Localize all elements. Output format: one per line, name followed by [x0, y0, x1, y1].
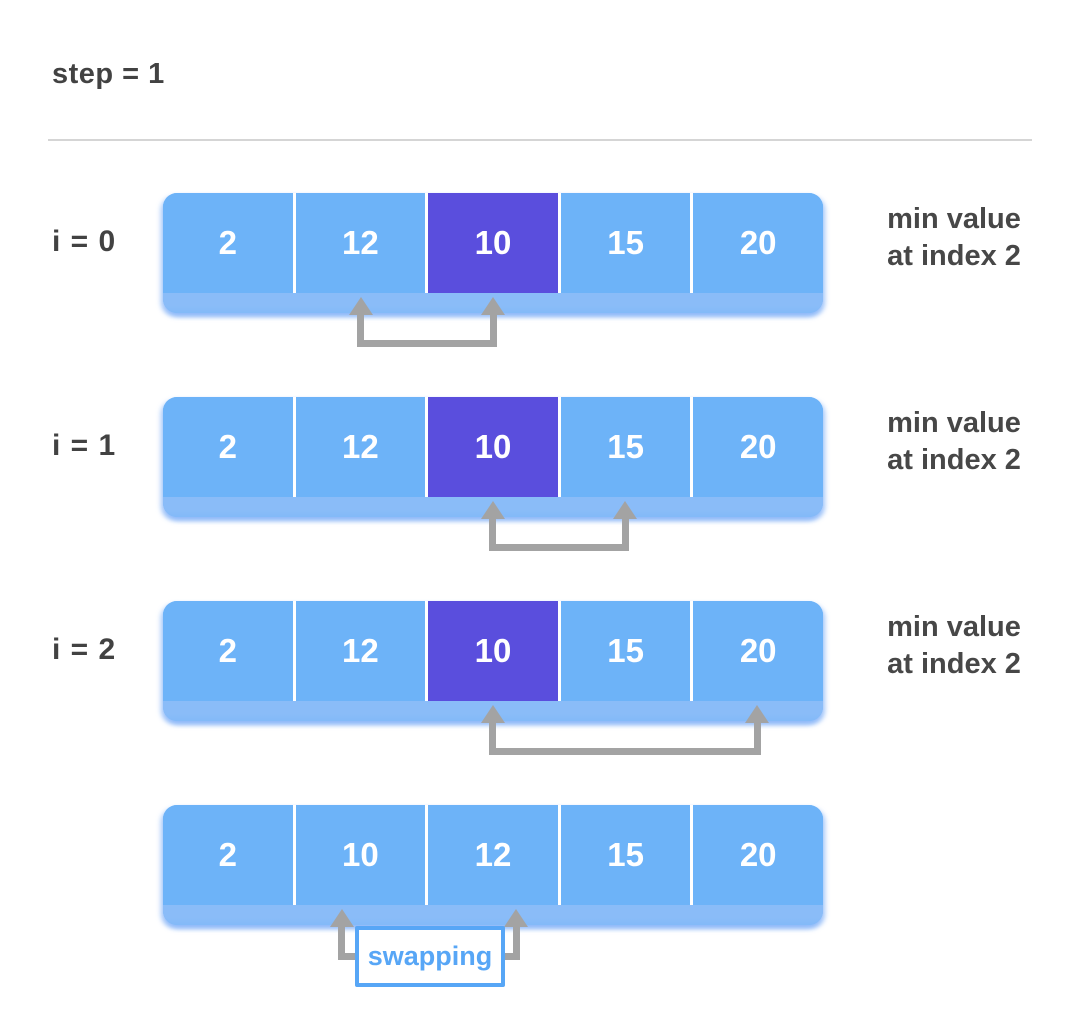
min-value-note: min value at index 2 — [858, 201, 1050, 275]
compare-arrow — [357, 312, 497, 347]
min-value-note: min value at index 2 — [858, 405, 1050, 479]
array-bar: 2 12 10 15 20 — [163, 601, 823, 721]
note-line-1: min value — [887, 203, 1021, 235]
up-arrowhead-icon — [330, 909, 354, 927]
result-row: 2 10 12 15 20 — [0, 805, 1080, 1005]
compare-arrow — [489, 720, 761, 755]
iteration-row-2: i = 2 2 12 10 15 20 min value at index 2 — [0, 601, 1080, 801]
iteration-label: i = 1 — [52, 429, 117, 462]
array-cell: 15 — [557, 601, 691, 701]
array-bar-shadow — [163, 905, 823, 925]
note-line-2: at index 2 — [887, 648, 1021, 680]
array-cell: 2 — [163, 601, 293, 701]
up-arrowhead-icon — [745, 705, 769, 723]
swap-label-box: swapping — [355, 926, 505, 987]
compare-arrow — [489, 516, 629, 551]
up-arrowhead-icon — [481, 501, 505, 519]
iteration-row-1: i = 1 2 12 10 15 20 min value at index 2 — [0, 397, 1080, 597]
up-arrowhead-icon — [349, 297, 373, 315]
note-line-2: at index 2 — [887, 444, 1021, 476]
array-cell: 20 — [690, 601, 823, 701]
up-arrowhead-icon — [481, 705, 505, 723]
array-bar: 2 12 10 15 20 — [163, 193, 823, 313]
highlighted-cell: 10 — [425, 397, 558, 497]
array-bar: 2 10 12 15 20 — [163, 805, 823, 925]
array-cell: 2 — [163, 193, 293, 293]
array-cell: 12 — [425, 805, 558, 905]
highlighted-cell: 10 — [425, 601, 558, 701]
iteration-label: i = 0 — [52, 225, 117, 258]
min-value-note: min value at index 2 — [858, 609, 1050, 683]
highlighted-cell: 10 — [425, 193, 558, 293]
iteration-row-0: i = 0 2 12 10 15 20 min value at index 2 — [0, 193, 1080, 393]
iteration-label: i = 2 — [52, 633, 117, 666]
note-line-2: at index 2 — [887, 240, 1021, 272]
array-cell: 20 — [690, 805, 823, 905]
array-cell: 10 — [292, 805, 426, 905]
step-label: step = 1 — [52, 58, 165, 90]
array-bar: 2 12 10 15 20 — [163, 397, 823, 517]
array-cell: 12 — [292, 601, 426, 701]
up-arrowhead-icon — [504, 909, 528, 927]
array-cell: 15 — [557, 193, 691, 293]
array-cell: 20 — [690, 193, 823, 293]
note-line-1: min value — [887, 611, 1021, 643]
array-cell: 15 — [557, 805, 691, 905]
note-line-1: min value — [887, 407, 1021, 439]
array-cell: 12 — [292, 193, 426, 293]
up-arrowhead-icon — [481, 297, 505, 315]
divider-line — [48, 139, 1032, 141]
array-cell: 2 — [163, 805, 293, 905]
array-cell: 15 — [557, 397, 691, 497]
array-cell: 20 — [690, 397, 823, 497]
swap-label: swapping — [367, 941, 493, 971]
array-cell: 2 — [163, 397, 293, 497]
array-cell: 12 — [292, 397, 426, 497]
up-arrowhead-icon — [613, 501, 637, 519]
